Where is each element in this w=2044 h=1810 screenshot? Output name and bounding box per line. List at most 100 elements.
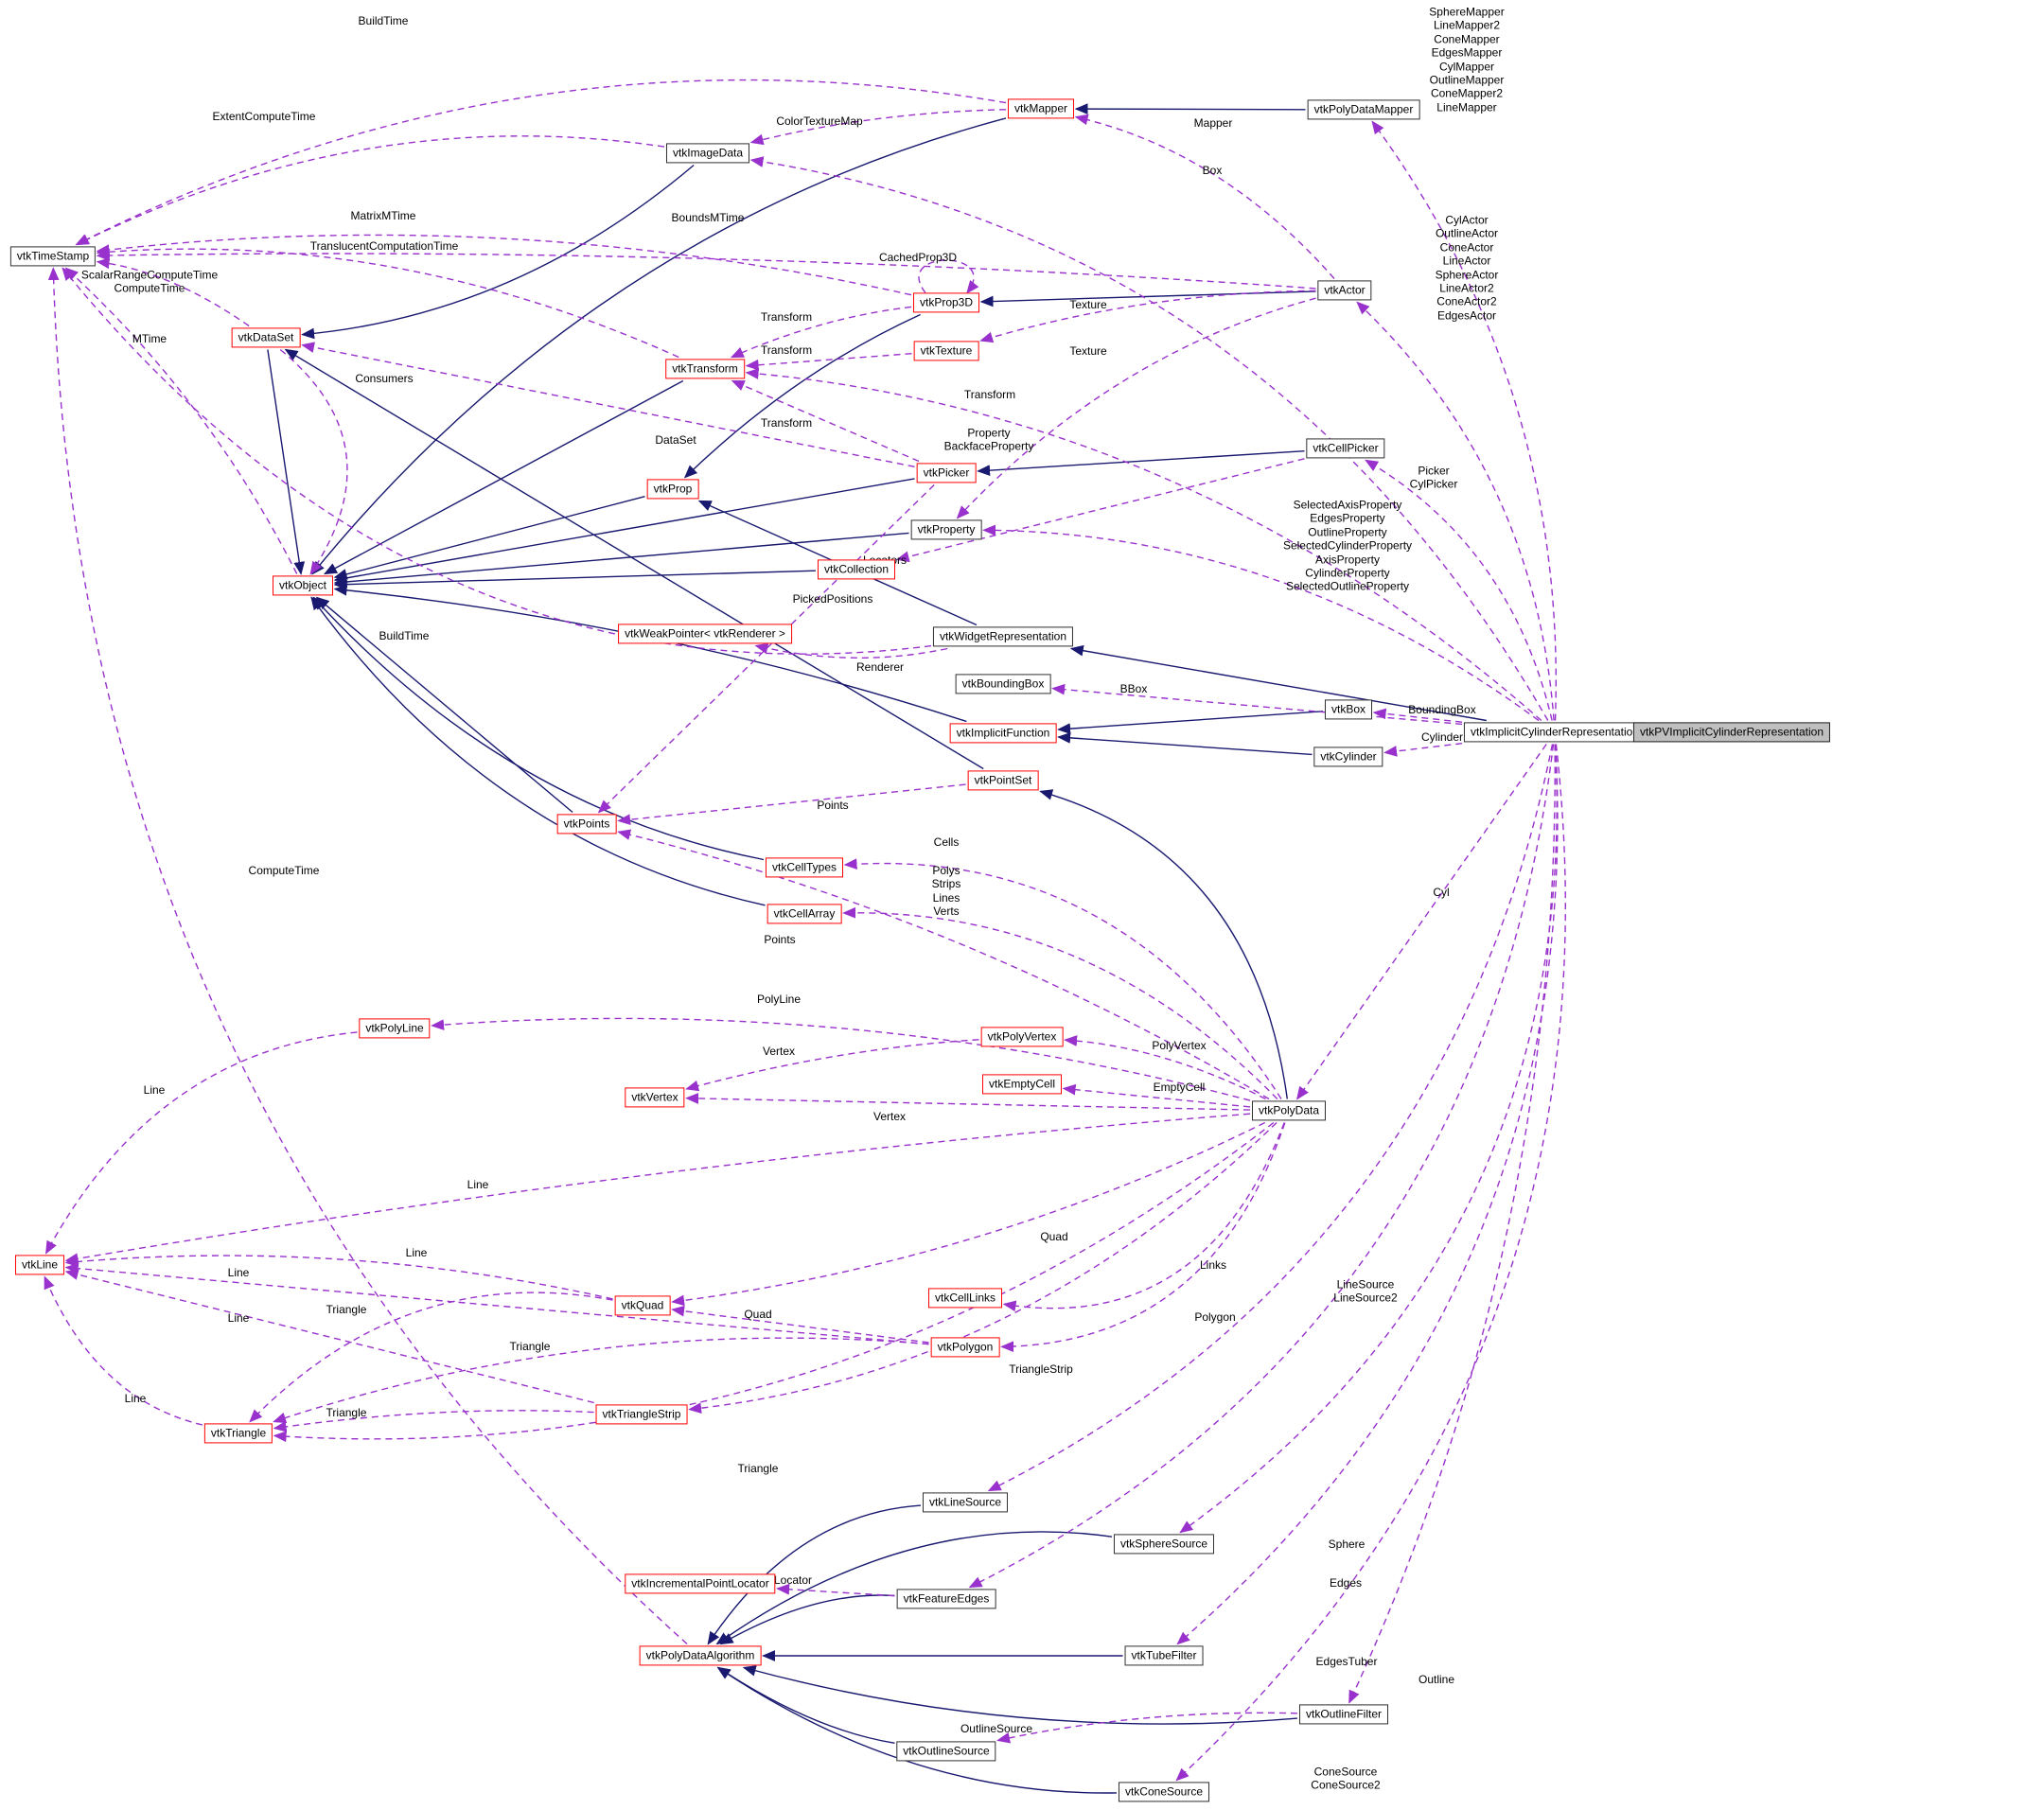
class-node-vtkline[interactable]: vtkLine [14,1255,65,1275]
class-node-vtktubefilter[interactable]: vtkTubeFilter [1124,1645,1204,1666]
edge-inherit-vtkCollection-to-vtkObject [333,570,817,590]
class-node-vtkmapper[interactable]: vtkMapper [1007,98,1075,119]
edge-inherit-vtkBox-to-vtkImplicitFunction [1057,711,1324,735]
edge-inherit-vtkCellPicker-to-vtkPicker [977,450,1305,476]
edge-inherit-vtkTransform-to-vtkObject [323,379,684,575]
class-node-vtktriangle[interactable]: vtkTriangle [203,1423,273,1444]
edge-usage-vtkImplicitCylinderRepresentation-to-vtkOutlineFilter [1348,744,1556,1704]
edge-usage-vtkPolygon-to-vtkLine [64,1262,929,1345]
edge-usage-vtkImplicitCylinderRepresentation-to-vtkImageData [749,156,1549,721]
edge-usage-vtkImplicitCylinderRepresentation-to-vtkPolyDataMapper [1371,120,1557,721]
edge-inherit-vtkCellTypes-to-vtkObject [312,596,765,861]
edge-usage-vtkPolyData-to-vtkTriangleStrip [688,1121,1278,1415]
edge-inherit-vtkConeSource-to-vtkPolyDataAlgorithm [716,1666,1118,1794]
edge-usage-vtkFeatureEdges-to-vtkIncrementalPointLocator [776,1583,895,1597]
edge-usage-vtkActor-to-vtkMapper [1074,114,1335,279]
class-node-vtkprop[interactable]: vtkProp [646,479,699,500]
edge-inherit-vtkProperty-to-vtkObject [333,532,909,588]
class-node-vtkoutlinesource[interactable]: vtkOutlineSource [896,1741,996,1762]
edge-usage-vtkPolyData-to-vtkEmptyCell [1062,1083,1251,1108]
class-node-vtkpolydataalgorithm[interactable]: vtkPolyDataAlgorithm [639,1645,762,1666]
class-node-vtkvertex[interactable]: vtkVertex [625,1087,685,1108]
class-node-vtkcelllinks[interactable]: vtkCellLinks [927,1288,1003,1309]
class-node-vtkincrementalpointlocator[interactable]: vtkIncrementalPointLocator [625,1573,776,1594]
edge-usage-vtkActor-to-vtkTimeStamp [96,250,1316,290]
class-node-vtklinesource[interactable]: vtkLineSource [922,1492,1009,1513]
edge-usage-vtkTriangle-to-vtkLine [44,1275,203,1426]
edge-usage-vtkWidgetRepresentation-to-vtkTimeStamp [62,267,932,655]
edge-usage-vtkImageData-to-vtkTimeStamp [75,135,665,246]
edge-usage-vtkProp3D-to-vtkTransform [730,306,912,359]
edge-usage-vtkPolygon-to-vtkTriangle [273,1337,929,1424]
edge-usage-vtkMapper-to-vtkTimeStamp [75,79,1007,246]
class-node-vtkpoints[interactable]: vtkPoints [556,814,617,835]
edge-self-vtkProp3D-to-vtkProp3D [918,259,979,294]
edge-usage-vtkImplicitCylinderRepresentation-to-vtkTransform [745,368,1542,722]
class-node-vtkcellpicker[interactable]: vtkCellPicker [1306,438,1385,459]
class-node-vtkprop3d[interactable]: vtkProp3D [912,292,980,313]
edge-usage-vtkImplicitCylinderRepresentation-to-vtkCylinder [1383,743,1463,757]
edge-usage-vtkWidgetRepresentation-to-vtkWeakPointervtkRenderer [754,642,948,659]
class-node-vtkpointset[interactable]: vtkPointSet [967,770,1039,791]
class-node-vtkfeatureedges[interactable]: vtkFeatureEdges [896,1589,996,1609]
class-node-vtkobject[interactable]: vtkObject [272,575,334,596]
edge-inherit-vtkCylinder-to-vtkImplicitFunction [1057,731,1313,756]
class-node-vtkimagedata[interactable]: vtkImageData [665,143,750,164]
class-node-vtkpolygon[interactable]: vtkPolygon [930,1337,1000,1358]
class-node-vtkdataset[interactable]: vtkDataSet [231,327,301,348]
edge-inherit-vtkImageData-to-vtkDataSet [301,164,695,340]
class-node-vtkcollection[interactable]: vtkCollection [817,559,896,580]
class-node-vtkpicker[interactable]: vtkPicker [916,463,977,483]
edge-usage-vtkImplicitCylinderRepresentation-to-vtkBox [1372,708,1463,723]
class-node-vtkproperty[interactable]: vtkProperty [910,519,982,540]
edge-usage-vtkImplicitCylinderRepresentation-to-vtkProperty [982,524,1540,722]
edge-usage-vtkObject-to-vtkTimeStamp [64,267,298,574]
class-node-vtkcelltypes[interactable]: vtkCellTypes [765,857,844,878]
edge-usage-vtkTexture-to-vtkTransform [745,353,912,371]
edge-usage-vtkPolyData-to-vtkCellTypes [843,858,1282,1099]
edge-usage-vtkPolyData-to-vtkPoints [617,829,1270,1100]
class-node-vtkboundingbox[interactable]: vtkBoundingBox [955,674,1051,694]
class-node-vtkpolydata[interactable]: vtkPolyData [1251,1100,1327,1121]
class-node-vtkoutlinefilter[interactable]: vtkOutlineFilter [1298,1704,1389,1725]
class-node-vtktexture[interactable]: vtkTexture [913,341,979,361]
edge-usage-vtkDataSet-to-vtkObject [279,348,348,575]
edge-usage-vtkPolyData-to-vtkQuad [671,1121,1266,1307]
class-node-vtkweakpointer-vtkrenderer-[interactable]: vtkWeakPointer< vtkRenderer > [618,624,792,644]
class-node-vtkpolyvertex[interactable]: vtkPolyVertex [980,1027,1064,1047]
class-node-vtkemptycell[interactable]: vtkEmptyCell [981,1074,1063,1095]
edge-usage-vtkPolyData-to-vtkLine [64,1113,1251,1264]
class-node-vtktimestamp[interactable]: vtkTimeStamp [9,246,97,267]
class-node-vtkcellarray[interactable]: vtkCellArray [766,904,842,924]
class-node-vtktrianglestrip[interactable]: vtkTriangleStrip [595,1404,688,1425]
class-node-vtkimplicitcylinderrepresentation[interactable]: vtkImplicitCylinderRepresentation [1463,722,1647,743]
edge-usage-vtkTriangleStrip-to-vtkTriangle [273,1410,594,1432]
class-node-vtkwidgetrepresentation[interactable]: vtkWidgetRepresentation [932,626,1074,647]
class-node-vtkbox[interactable]: vtkBox [1324,699,1373,720]
edge-usage-vtkPolyVertex-to-vtkVertex [685,1039,979,1092]
edge-usage-vtkImplicitCylinderRepresentation-to-vtkConeSource [1175,744,1566,1782]
edge-usage-vtkDataSet-to-vtkTimeStamp [96,257,250,327]
class-node-vtkconesource[interactable]: vtkConeSource [1118,1782,1210,1802]
class-node-vtktransform[interactable]: vtkTransform [665,359,745,379]
edge-inherit-vtkProp-to-vtkObject [333,496,645,580]
edge-inherit-vtkPolyData-to-vtkPointSet [1039,789,1288,1099]
edge-usage-vtkProp3D-to-vtkTimeStamp [96,234,912,296]
class-node-vtkcylinder[interactable]: vtkCylinder [1313,747,1383,767]
class-node-vtkquad[interactable]: vtkQuad [614,1295,671,1316]
edge-usage-vtkPolyLine-to-vtkLine [45,1031,358,1255]
class-node-vtkpolydatamapper[interactable]: vtkPolyDataMapper [1307,99,1420,120]
edge-inherit-vtkActor-to-vtkProp3D [979,290,1316,308]
edge-usage-vtkPicker-to-vtkDataSet [301,342,915,467]
class-node-vtkpolyline[interactable]: vtkPolyLine [359,1018,431,1039]
edge-usage-vtkPolyData-to-vtkPolyVertex [1064,1035,1266,1100]
class-node-vtkactor[interactable]: vtkActor [1317,280,1372,301]
class-node-vtkspheresource[interactable]: vtkSphereSource [1113,1534,1215,1555]
edge-usage-vtkPolygon-to-vtkQuad [671,1305,929,1344]
edge-usage-vtkPolyData-to-vtkVertex [685,1093,1251,1111]
edge-usage-vtkActor-to-vtkProperty [956,297,1316,519]
class-node-vtkimplicitfunction[interactable]: vtkImplicitFunction [949,723,1057,744]
edge-usage-vtkImplicitCylinderRepresentation-to-vtkTubeFilter [1176,744,1559,1645]
edge-usage-vtkImplicitCylinderRepresentation-to-vtkFeatureEdges [968,744,1555,1589]
